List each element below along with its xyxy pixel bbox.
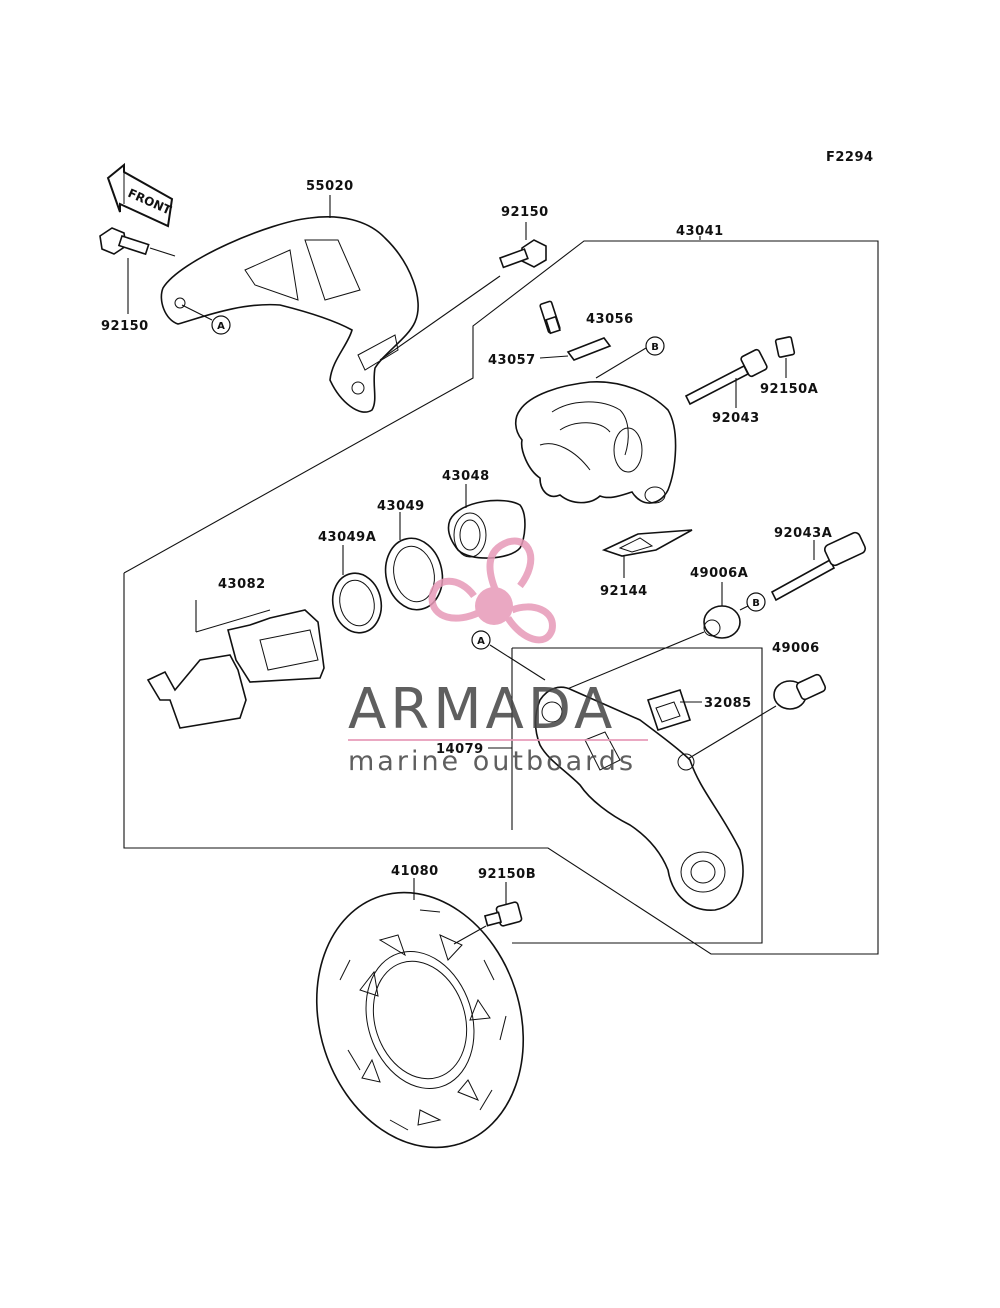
part-caliper-body <box>514 381 677 504</box>
front-arrow-icon: FRONT <box>106 162 174 228</box>
svg-text:B: B <box>651 342 659 353</box>
figure-code: F2294 <box>826 150 874 165</box>
part-pin-92043 <box>684 348 768 406</box>
label-49006: 49006 <box>772 641 820 656</box>
part-clip-32085 <box>646 689 692 731</box>
label-43049: 43049 <box>377 499 425 514</box>
reference-mark-b1: B <box>645 336 665 356</box>
propeller-hub <box>475 587 513 625</box>
part-seal-43049A <box>331 572 383 634</box>
leader-ref-b1 <box>595 347 647 379</box>
leader-92150-top-axis <box>379 275 501 361</box>
bracket-assembly-box <box>512 647 763 944</box>
label-49006A: 49006A <box>690 566 748 581</box>
part-seal-43049 <box>384 537 444 611</box>
part-spring-92144 <box>601 529 693 557</box>
label-92043: 92043 <box>712 411 760 426</box>
label-41080: 41080 <box>391 864 439 879</box>
label-14079: 14079 <box>436 742 484 757</box>
leader-ref-a2 <box>489 644 546 681</box>
svg-text:B: B <box>752 598 760 609</box>
part-disc-41080 <box>315 891 525 1149</box>
reference-mark-a2: A <box>471 630 491 650</box>
label-92144: 92144 <box>600 584 648 599</box>
part-plate-43057 <box>566 337 612 361</box>
leader-49006A-axis <box>559 631 705 693</box>
label-43082: 43082 <box>218 577 266 592</box>
label-32085: 32085 <box>704 696 752 711</box>
label-92150B: 92150B <box>478 867 536 882</box>
label-92150A: 92150A <box>760 382 818 397</box>
leader-49006-axis <box>685 705 777 761</box>
label-92150-left: 92150 <box>101 319 149 334</box>
label-43057: 43057 <box>488 353 536 368</box>
svg-text:A: A <box>217 321 225 332</box>
label-43048: 43048 <box>442 469 490 484</box>
armada-logo: ARMADA marine outboards <box>348 537 648 777</box>
part-boot-49006A <box>703 605 741 639</box>
part-bleeder-43056 <box>539 300 561 335</box>
propeller-icon <box>428 537 556 644</box>
part-piston-43048 <box>447 499 526 559</box>
leader-43057 <box>539 355 569 359</box>
label-55020: 55020 <box>306 179 354 194</box>
part-bolt-92150-top <box>498 239 547 269</box>
leader-ref-b2 <box>739 605 749 611</box>
label-43049A: 43049A <box>318 530 376 545</box>
leader-ref-a1 <box>181 304 213 321</box>
part-plug-92150A <box>774 336 796 358</box>
leader-92150-left-axis <box>149 247 176 257</box>
part-bolt-92150-left <box>99 227 150 256</box>
label-92043A: 92043A <box>774 526 832 541</box>
part-pads-43082 <box>146 609 325 729</box>
watermark-tagline: marine outboards <box>348 746 636 777</box>
reference-mark-a1: A <box>211 315 231 335</box>
label-92150-top: 92150 <box>501 205 549 220</box>
svg-text:A: A <box>477 636 485 647</box>
part-bracket-14079 <box>534 686 744 911</box>
reference-mark-b2: B <box>746 592 766 612</box>
leader-92150B-axis <box>453 925 487 945</box>
label-43056: 43056 <box>586 312 634 327</box>
part-pin-92043A <box>770 531 867 602</box>
part-boot-49006 <box>773 673 827 710</box>
watermark-brand: ARMADA <box>348 677 616 742</box>
caliper-assembly-box <box>123 240 879 955</box>
part-bolt-92150B <box>483 901 523 927</box>
label-43041: 43041 <box>676 224 724 239</box>
part-guard-55020 <box>160 216 419 413</box>
